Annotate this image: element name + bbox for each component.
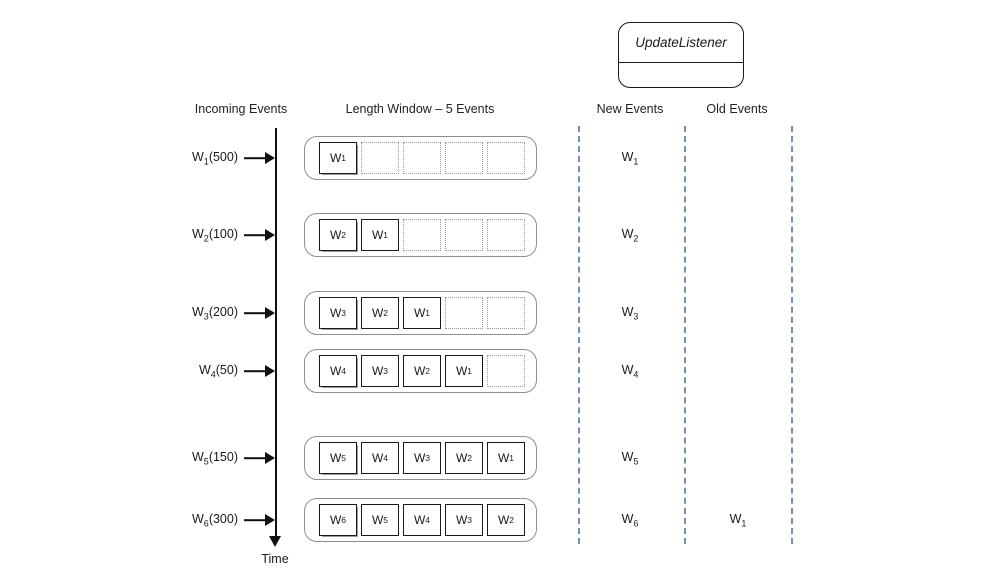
- window-slot-empty-1-2: [361, 142, 399, 174]
- incoming-arrow-head-icon-6: [265, 514, 275, 526]
- incoming-arrow-head-icon-5: [265, 452, 275, 464]
- incoming-arrow-shaft-1: [244, 157, 265, 159]
- column-header-new: New Events: [596, 102, 664, 116]
- incoming-arrow-head-icon-3: [265, 307, 275, 319]
- incoming-arrow-shaft-2: [244, 234, 265, 236]
- old-events-right-divider: [791, 126, 793, 544]
- incoming-arrow-shaft-4: [244, 370, 265, 372]
- new-event-label-3: W3: [621, 304, 639, 322]
- incoming-arrow-head-icon-4: [265, 365, 275, 377]
- new-event-label-1: W1: [621, 149, 639, 167]
- window-slot-empty-1-5: [487, 142, 525, 174]
- update-listener-body: [619, 63, 743, 87]
- incoming-arrow-shaft-5: [244, 457, 265, 459]
- incoming-arrow-head-icon-2: [265, 229, 275, 241]
- time-axis-label: Time: [261, 552, 289, 566]
- incoming-event-label-5: W5(150): [191, 449, 238, 467]
- new-events-right-divider: [684, 126, 686, 544]
- window-slot-empty-3-5: [487, 297, 525, 329]
- incoming-event-label-3: W3(200): [191, 304, 238, 322]
- update-listener-box: UpdateListener: [618, 22, 744, 88]
- old-event-label-6: W1: [729, 511, 747, 529]
- incoming-event-label-1: W1(500): [191, 149, 238, 167]
- incoming-event-label-6: W6(300): [191, 511, 238, 529]
- window-slot-empty-2-5: [487, 219, 525, 251]
- incoming-event-label-2: W2(100): [191, 226, 238, 244]
- window-slot-empty-2-3: [403, 219, 441, 251]
- time-axis-line: [275, 128, 277, 540]
- window-slot-empty-1-4: [445, 142, 483, 174]
- new-event-label-4: W4: [621, 362, 639, 380]
- update-listener-title: UpdateListener: [619, 23, 743, 63]
- window-slot-empty-3-4: [445, 297, 483, 329]
- column-header-window: Length Window – 5 Events: [345, 102, 495, 116]
- window-slot-empty-4-5: [487, 355, 525, 387]
- new-event-label-6: W6: [621, 511, 639, 529]
- incoming-arrow-shaft-3: [244, 312, 265, 314]
- column-header-old: Old Events: [706, 102, 768, 116]
- new-event-label-5: W5: [621, 449, 639, 467]
- window-slot-empty-1-3: [403, 142, 441, 174]
- incoming-arrow-head-icon-1: [265, 152, 275, 164]
- incoming-arrow-shaft-6: [244, 519, 265, 521]
- window-slot-empty-2-4: [445, 219, 483, 251]
- column-header-incoming: Incoming Events: [194, 102, 288, 116]
- time-axis-arrow-icon: [269, 536, 281, 547]
- new-event-label-2: W2: [621, 226, 639, 244]
- new-events-left-divider: [578, 126, 580, 544]
- incoming-event-label-4: W4(50): [198, 362, 238, 380]
